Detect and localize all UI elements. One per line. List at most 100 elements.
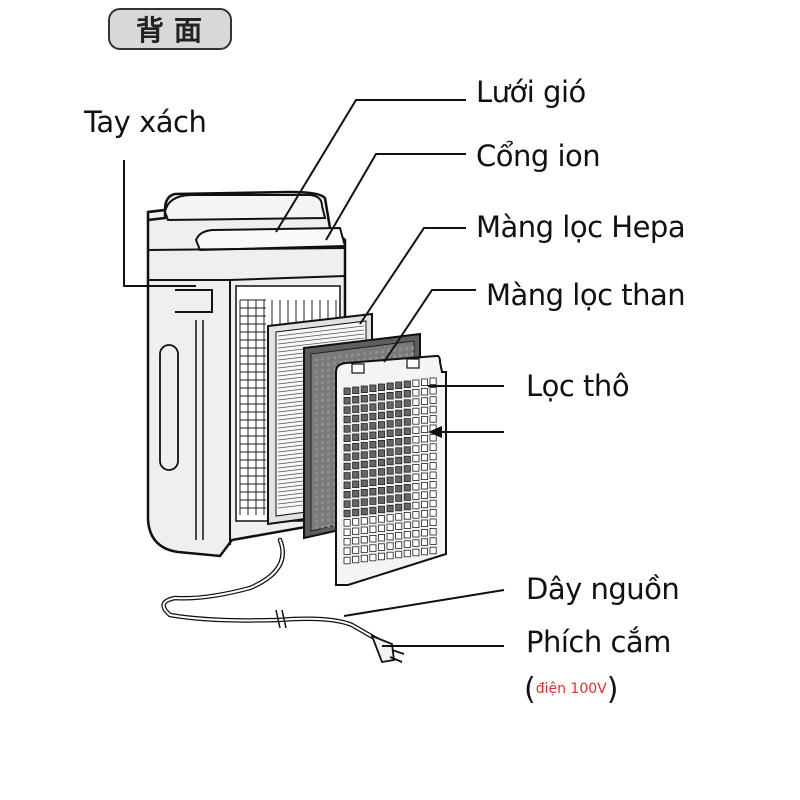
honeycomb-cell (339, 355, 342, 359)
honeycomb-cell (327, 446, 330, 450)
filter-cell (360, 479, 368, 487)
filter-cell (369, 422, 377, 430)
honeycomb-cell (357, 352, 360, 356)
filter-cell (377, 449, 385, 457)
honeycomb-cell (321, 375, 324, 379)
label-pre-filter: Lọc thô (526, 369, 630, 403)
honeycomb-cell (321, 495, 324, 499)
honeycomb-cell (333, 421, 336, 425)
honeycomb-cell (315, 466, 318, 469)
filter-cell (352, 442, 360, 451)
honeycomb-cell (315, 508, 318, 511)
honeycomb-cell (315, 502, 318, 505)
filter-cell (395, 484, 403, 493)
filter-cell (420, 491, 428, 499)
filter-cell (395, 381, 403, 389)
honeycomb-cell (333, 445, 336, 449)
honeycomb-cell (333, 355, 336, 359)
filter-cell (429, 433, 437, 442)
filter-cell (429, 443, 437, 451)
filter-cell (377, 505, 385, 514)
filter-cell (343, 396, 351, 405)
filter-cell (429, 546, 437, 555)
honeycomb-cell (315, 526, 318, 529)
filter-cell (360, 394, 368, 403)
filter-cell (360, 526, 368, 534)
honeycomb-cell (405, 353, 408, 357)
honeycomb-cell (333, 439, 336, 443)
honeycomb-cell (321, 363, 324, 367)
honeycomb-cell (327, 512, 330, 516)
filter-cell (369, 450, 377, 458)
honeycomb-cell (315, 442, 318, 445)
honeycomb-cell (321, 477, 324, 481)
pleat-line (277, 329, 365, 341)
honeycomb-cell (315, 448, 318, 451)
filter-cell (412, 520, 420, 528)
honeycomb-cell (321, 525, 324, 529)
filter-cell (377, 421, 385, 429)
honeycomb-cell (327, 380, 330, 384)
filter-cell (369, 497, 377, 505)
honeycomb-cell (333, 409, 336, 413)
honeycomb-cell (321, 393, 324, 397)
filter-cell (395, 466, 403, 474)
honeycomb-cell (315, 496, 318, 499)
filter-cell (429, 462, 437, 470)
honeycomb-cell (315, 376, 318, 379)
filter-cell (412, 501, 420, 510)
filter-cell (386, 457, 394, 466)
filter-cell (403, 512, 411, 520)
filter-cell (420, 416, 428, 424)
honeycomb-cell (321, 435, 324, 439)
filter-cell (412, 388, 420, 397)
filter-cell (420, 547, 428, 556)
honeycomb-cell (333, 523, 336, 527)
filter-cell (343, 443, 351, 452)
honeycomb-cell (321, 417, 324, 421)
filter-cell (369, 403, 377, 411)
filter-cell (360, 404, 368, 412)
filter-cell (343, 453, 351, 461)
filter-cell (429, 396, 437, 404)
pre-filter-grid (343, 377, 437, 565)
filter-cell (403, 427, 411, 435)
honeycomb-cell (327, 356, 330, 360)
honeycomb-cell (411, 352, 414, 356)
honeycomb-cell (351, 359, 354, 363)
filter-cell (352, 489, 360, 498)
honeycomb-cell (315, 358, 318, 361)
filter-cell (386, 391, 394, 400)
filter-cell (377, 439, 385, 448)
filter-cell (412, 492, 420, 500)
honeycomb-cell (363, 352, 366, 356)
filter-cell (403, 493, 411, 501)
filter-cell (412, 548, 420, 557)
honeycomb-cell (327, 368, 330, 372)
filter-cell (369, 459, 377, 468)
honeycomb-cell (393, 348, 396, 352)
honeycomb-cell (375, 356, 378, 360)
filter-cell (403, 399, 411, 407)
filter-cell (343, 547, 351, 555)
filter-cell (420, 538, 428, 546)
honeycomb-cell (321, 441, 324, 445)
filter-cell (369, 469, 377, 477)
honeycomb-cell (321, 429, 324, 433)
filter-cell (386, 504, 394, 513)
honeycomb-cell (315, 514, 318, 517)
honeycomb-cell (339, 361, 342, 365)
filter-cell (343, 490, 351, 499)
filter-cell (369, 553, 377, 562)
filter-cell (386, 476, 394, 484)
filter-cell (360, 536, 368, 544)
filter-cell (420, 500, 428, 509)
honeycomb-cell (327, 482, 330, 486)
honeycomb-cell (399, 347, 402, 351)
filter-cell (420, 463, 428, 471)
filter-cell (386, 420, 394, 428)
filter-cell (352, 414, 360, 423)
honeycomb-cell (357, 358, 360, 362)
honeycomb-cell (315, 370, 318, 373)
filter-cell (360, 488, 368, 497)
